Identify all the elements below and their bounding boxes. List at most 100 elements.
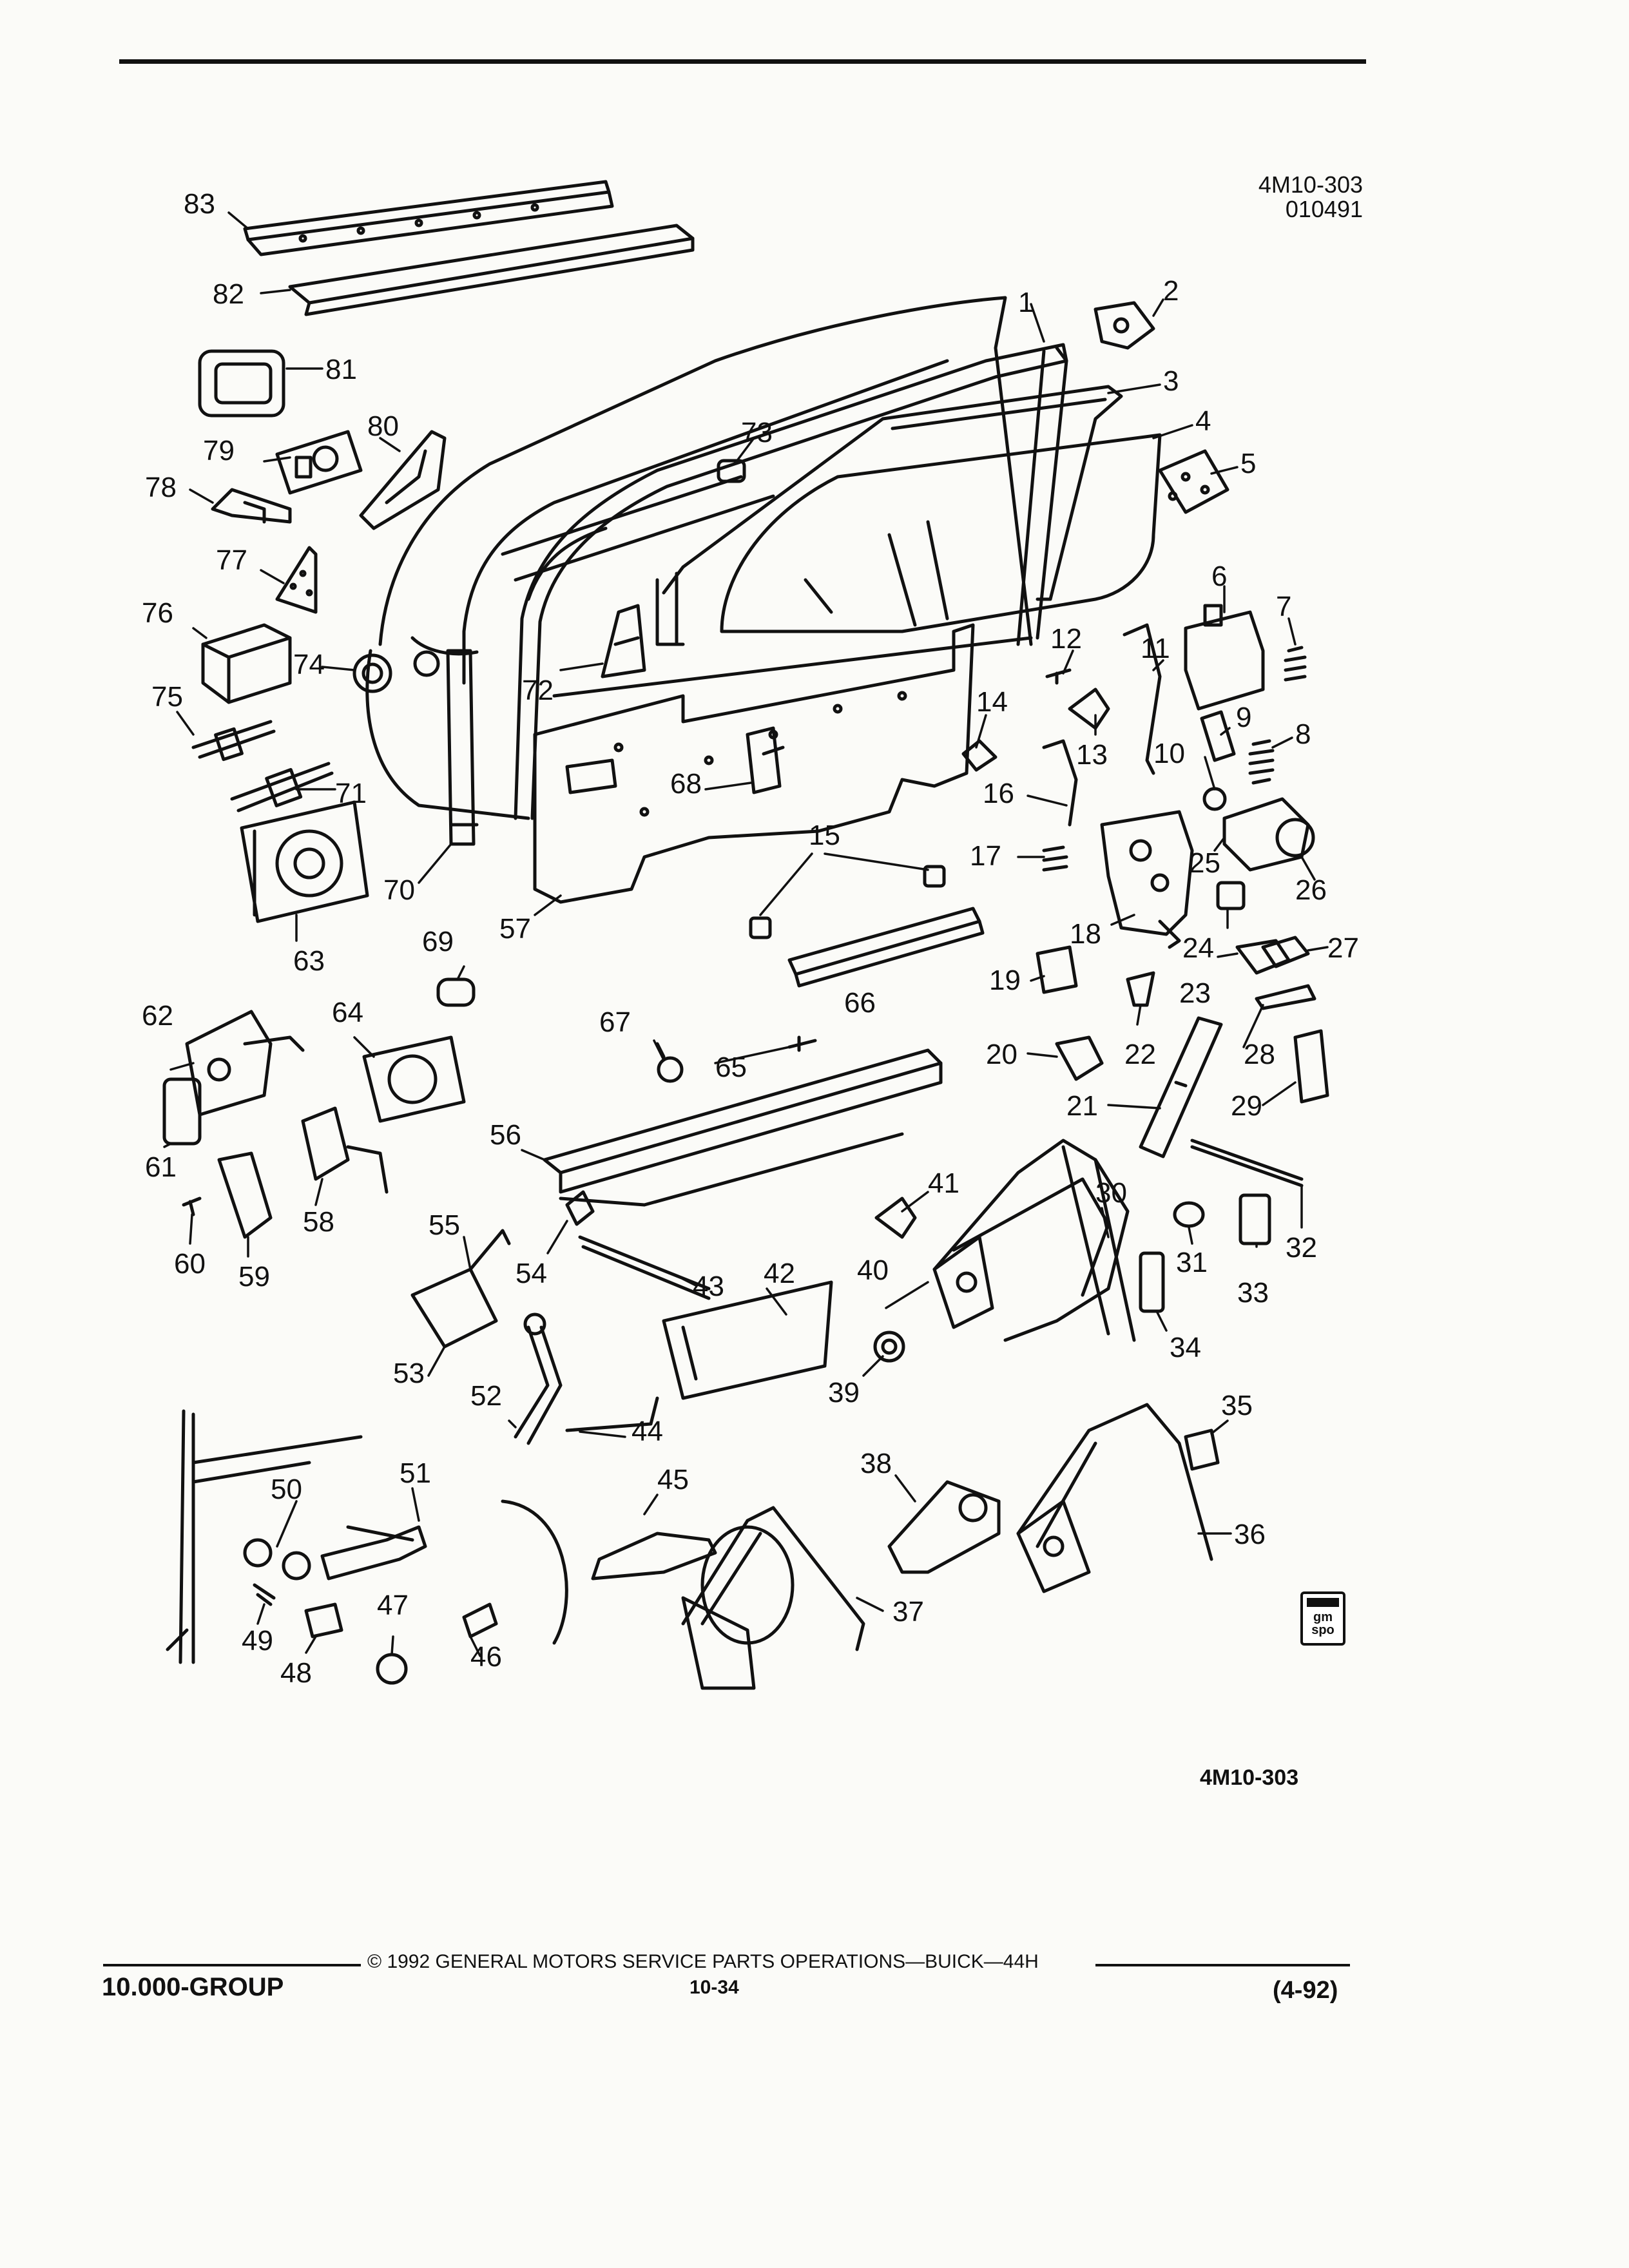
clip-14	[961, 739, 998, 772]
callout-64: 64	[332, 997, 363, 1028]
clip-73	[717, 459, 746, 483]
callout-48: 48	[280, 1657, 312, 1689]
callout-76: 76	[142, 597, 173, 629]
footer-rule-left	[103, 1964, 361, 1966]
grommet-74	[352, 653, 392, 693]
bracket-58	[301, 1106, 389, 1194]
callout-71: 71	[335, 778, 367, 809]
seal-72	[601, 604, 646, 678]
callout-9: 9	[1236, 702, 1252, 733]
callout-75: 75	[151, 681, 183, 713]
callout-81: 81	[325, 354, 357, 385]
clip-35	[1184, 1428, 1220, 1471]
callout-18: 18	[1070, 918, 1101, 950]
callout-14: 14	[976, 686, 1008, 718]
door-edge-sketch	[166, 1409, 363, 1664]
bracket-41	[874, 1196, 917, 1239]
channel-21	[1139, 1016, 1223, 1158]
callout-35: 35	[1221, 1390, 1253, 1421]
handle-45	[501, 1499, 717, 1645]
clip-46	[462, 1602, 498, 1639]
callout-49: 49	[242, 1625, 273, 1657]
footer-page-number: 10-34	[689, 1977, 739, 1998]
gm-spo-logo-icon: gm spo	[1300, 1591, 1345, 1646]
callout-73: 73	[741, 417, 773, 448]
handle-51	[320, 1525, 427, 1581]
callout-34: 34	[1170, 1332, 1201, 1363]
bracket-78	[211, 488, 292, 524]
rod-32	[1190, 1139, 1304, 1187]
callout-40: 40	[857, 1254, 889, 1286]
mirror-patch-80	[359, 430, 447, 530]
callout-51: 51	[400, 1457, 431, 1489]
switch-53-55	[410, 1229, 511, 1349]
spring-7	[1284, 646, 1307, 682]
seal-77	[275, 546, 318, 614]
callout-45: 45	[657, 1464, 689, 1495]
callout-83: 83	[184, 188, 215, 220]
callout-12: 12	[1050, 623, 1082, 655]
callout-47: 47	[377, 1590, 409, 1621]
socket-75	[191, 720, 276, 762]
harness-52	[514, 1312, 563, 1445]
illustration-code-line1: 4M10-303	[1258, 171, 1363, 198]
callout-19: 19	[989, 965, 1021, 996]
callout-31: 31	[1176, 1247, 1208, 1278]
callout-62: 62	[142, 1000, 173, 1032]
rod-16	[1042, 739, 1078, 827]
motor-61	[162, 1077, 202, 1146]
callout-77: 77	[216, 544, 247, 576]
regulator-30-40	[932, 1139, 1136, 1342]
callout-15: 15	[809, 820, 840, 851]
illustration-code-line2: 010491	[1285, 195, 1363, 222]
callout-28: 28	[1244, 1039, 1275, 1070]
footer-date-code: (4-92)	[1273, 1977, 1338, 2004]
clip-15a	[749, 916, 772, 939]
bracket-13	[1068, 687, 1110, 730]
weatherstrip-82	[288, 224, 695, 316]
callout-43: 43	[693, 1271, 724, 1302]
footer-rule-right	[1095, 1964, 1350, 1966]
callout-61: 61	[145, 1151, 177, 1183]
callout-7: 7	[1276, 591, 1292, 622]
weatherstrip-83	[243, 180, 614, 256]
callout-38: 38	[860, 1448, 892, 1479]
clip-10	[1202, 787, 1227, 811]
bracket-5	[1158, 449, 1229, 514]
callout-17: 17	[970, 840, 1001, 872]
window-frame-channel	[514, 343, 1068, 820]
callout-39: 39	[828, 1377, 860, 1408]
lock-18	[1100, 810, 1194, 949]
callout-65: 65	[715, 1052, 747, 1083]
callout-74: 74	[293, 649, 325, 680]
plate-33	[1239, 1193, 1271, 1245]
callout-54: 54	[516, 1258, 547, 1289]
rod-43	[578, 1235, 711, 1300]
callout-26: 26	[1295, 874, 1327, 906]
clip-48	[304, 1602, 343, 1639]
callout-42: 42	[764, 1258, 795, 1289]
callout-16: 16	[983, 778, 1014, 809]
bezel-81	[198, 349, 285, 418]
callout-52: 52	[470, 1380, 502, 1412]
callout-33: 33	[1237, 1277, 1269, 1309]
spring-17	[1042, 845, 1068, 872]
regulator-36	[1016, 1403, 1213, 1593]
callout-32: 32	[1286, 1232, 1317, 1264]
grommet-69	[436, 977, 476, 1007]
callout-55: 55	[429, 1209, 460, 1241]
callout-79: 79	[203, 435, 235, 466]
footer-copyright: © 1992 GENERAL MOTORS SERVICE PARTS OPER…	[367, 1951, 1039, 1972]
bracket-59	[217, 1151, 273, 1239]
callout-69: 69	[422, 926, 454, 957]
figure-reference: 4M10-303	[1200, 1765, 1299, 1790]
switch-19	[1036, 945, 1078, 994]
lock-62	[185, 1010, 305, 1117]
callout-25: 25	[1189, 847, 1220, 879]
callout-22: 22	[1124, 1039, 1156, 1070]
screw-65	[787, 1035, 817, 1052]
guide-70	[446, 649, 479, 846]
ring-47	[376, 1653, 408, 1685]
ring-50	[243, 1538, 311, 1581]
